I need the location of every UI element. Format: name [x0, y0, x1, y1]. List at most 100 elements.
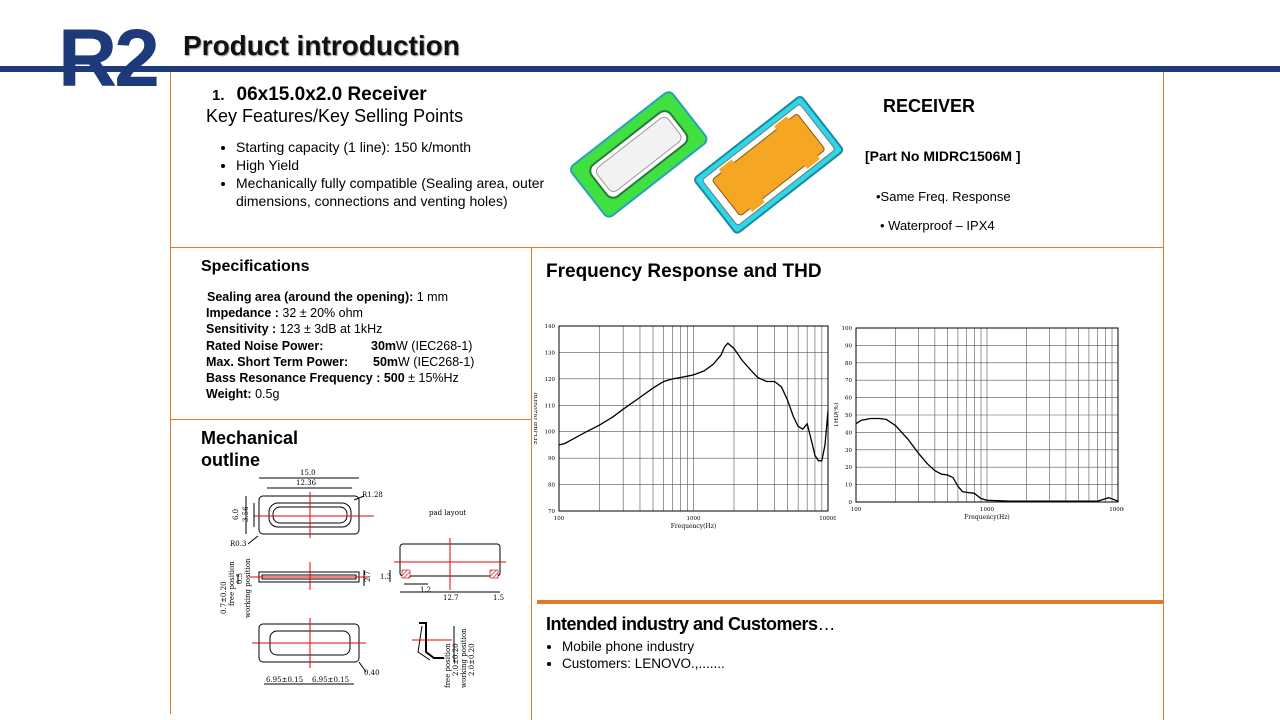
- product-name: 06x15.0x2.0 Receiver: [236, 84, 427, 105]
- mechanical-drawing: 15.0 12.36 R1.28 6.0 3.56 R0.3 pad layou…: [220, 469, 506, 688]
- industry-list: Mobile phone industry Customers: LENOVO.…: [544, 638, 725, 672]
- y-tick-label: 20: [845, 465, 852, 471]
- y-axis-label: SPL(dB re20uPa): [534, 392, 539, 444]
- y-tick-label: 100: [545, 430, 556, 436]
- y-tick-label: 70: [548, 509, 555, 515]
- dim-label: 2.7: [364, 571, 372, 582]
- page-title: Product introduction: [183, 30, 460, 61]
- dim-label: working position: [460, 628, 468, 688]
- divider-specs: [170, 419, 532, 420]
- spec-row: Rated Noise Power:30mW (IEC268-1): [206, 338, 473, 353]
- industry-item: Mobile phone industry: [562, 638, 725, 655]
- divider-middle: [531, 247, 532, 720]
- dim-label: free position: [444, 643, 452, 688]
- industry-item: Customers: LENOVO.,.......: [562, 655, 725, 672]
- x-axis-label: Frequency(Hz): [964, 514, 1010, 521]
- dim-label: 2.0±0.20: [468, 643, 476, 676]
- divider-industry: [537, 600, 1164, 604]
- spec-row: Sealing area (around the opening): 1 mm: [207, 290, 449, 304]
- y-tick-label: 140: [545, 324, 556, 330]
- y-tick-label: 90: [548, 456, 555, 462]
- x-tick-label: 100: [554, 516, 565, 522]
- receiver-images: [570, 91, 844, 234]
- y-tick-label: 110: [545, 403, 556, 409]
- grid: [558, 325, 829, 512]
- y-tick-label: 100: [842, 326, 853, 332]
- thd-chart: 0 10 20 30 40 50 60 70 80 90 100 100 1000 10000Freque…: [834, 326, 1124, 521]
- x-tick-label: 100: [851, 507, 862, 513]
- y-tick-label: 50: [845, 413, 852, 419]
- x-tick-label: 1000: [980, 507, 994, 513]
- divider-row1: [170, 247, 1164, 248]
- y-tick-label: 60: [845, 396, 852, 402]
- receiver-title: RECEIVER: [883, 96, 976, 116]
- dim-label: 6.95±0.15: [266, 676, 303, 684]
- dim-label: working position: [244, 558, 252, 618]
- x-tick-label: 10000: [819, 516, 836, 522]
- plot-frame: [558, 325, 829, 512]
- dim-label: R1.28: [362, 491, 383, 499]
- receiver-green-image: [570, 91, 708, 218]
- product-number: 1.: [212, 87, 225, 104]
- dim-label: 1.3: [380, 573, 391, 581]
- x-axis-label: Frequency(Hz): [671, 523, 717, 530]
- y-tick-label: 70: [845, 378, 852, 384]
- dim-label: 3.56: [242, 506, 250, 522]
- y-axis-label: THD(%): [834, 403, 840, 427]
- dim-label: 1.2: [420, 586, 431, 594]
- y-tick-label: 10: [845, 483, 852, 489]
- frequency-response-chart: 70 80 90 100 110 120 130 140 100 1000 10000Frequen…: [534, 324, 836, 530]
- dim-label: 12.36: [296, 479, 317, 487]
- divider-right: [1163, 72, 1164, 720]
- frequency-title: Frequency Response and THD: [546, 261, 822, 282]
- x-tick-label: 1000: [687, 516, 701, 522]
- y-tick-label: 120: [545, 377, 556, 383]
- slide-id: R2: [58, 13, 160, 104]
- receiver-point: •Same Freq. Response: [876, 189, 1011, 204]
- dim-label: 15.0: [300, 469, 316, 477]
- part-number: [Part No MIDRC1506M ]: [865, 148, 1021, 164]
- y-tick-label: 130: [545, 350, 556, 356]
- spec-row: Sensitivity : 123 ± 3dB at 1kHz: [206, 322, 383, 337]
- feature-item: Mechanically fully compatible (Sealing a…: [236, 174, 556, 210]
- series-line: [558, 342, 829, 462]
- key-features-title: Key Features/Key Selling Points: [206, 106, 464, 126]
- grid: [855, 327, 1119, 503]
- feature-list: Starting capacity (1 line): 150 k/month …: [210, 138, 556, 210]
- y-tick-label: 80: [548, 483, 555, 489]
- dim-label: 2.0±0.20: [452, 643, 460, 676]
- header-bar: [0, 66, 1280, 72]
- y-tick-label: 90: [845, 343, 852, 349]
- divider-left: [170, 72, 171, 714]
- y-tick-label: 0: [849, 500, 853, 506]
- y-tick-label: 40: [845, 430, 852, 436]
- series-line: [855, 417, 1119, 502]
- receiver-point: • Waterproof – IPX4: [880, 218, 995, 233]
- dim-label: 12.7: [443, 594, 459, 602]
- industry-title: Intended industry and Customers…: [546, 614, 836, 634]
- feature-item: High Yield: [236, 156, 556, 174]
- spec-row: Bass Resonance Frequency : 500 ± 15%Hz: [206, 371, 459, 386]
- plot-frame: [855, 327, 1119, 503]
- mechanical-title: Mechanical outline: [201, 428, 299, 470]
- dim-label: 0.7±0.20: [220, 581, 228, 614]
- y-tick-label: 80: [845, 361, 852, 367]
- dim-label: R0.3: [230, 540, 246, 548]
- receiver-orange-image: [694, 95, 844, 234]
- specifications-list: Sealing area (around the opening): 1 mm …: [206, 289, 474, 402]
- dim-label: 6.0: [232, 509, 240, 520]
- y-tick-label: 30: [845, 448, 852, 454]
- spec-row: Max. Short Term Power:50mW (IEC268-1): [206, 354, 475, 369]
- x-tick-label: 10000: [1109, 507, 1124, 513]
- dim-label: 0.5: [236, 573, 244, 584]
- dim-label: free position: [228, 561, 236, 606]
- specifications-title: Specifications: [201, 258, 310, 275]
- pad-layout-label: pad layout: [429, 509, 466, 517]
- product-title: 1. 06x15.0x2.0 Receiver: [212, 84, 427, 106]
- feature-item: Starting capacity (1 line): 150 k/month: [236, 138, 556, 156]
- spec-row: Weight: 0.5g: [206, 387, 280, 402]
- dim-label: 6.95±0.15: [312, 676, 349, 684]
- spec-row: Impedance : 32 ± 20% ohm: [206, 306, 363, 321]
- dim-label: 1.5: [493, 594, 504, 602]
- dim-label: 0.40: [364, 669, 380, 677]
